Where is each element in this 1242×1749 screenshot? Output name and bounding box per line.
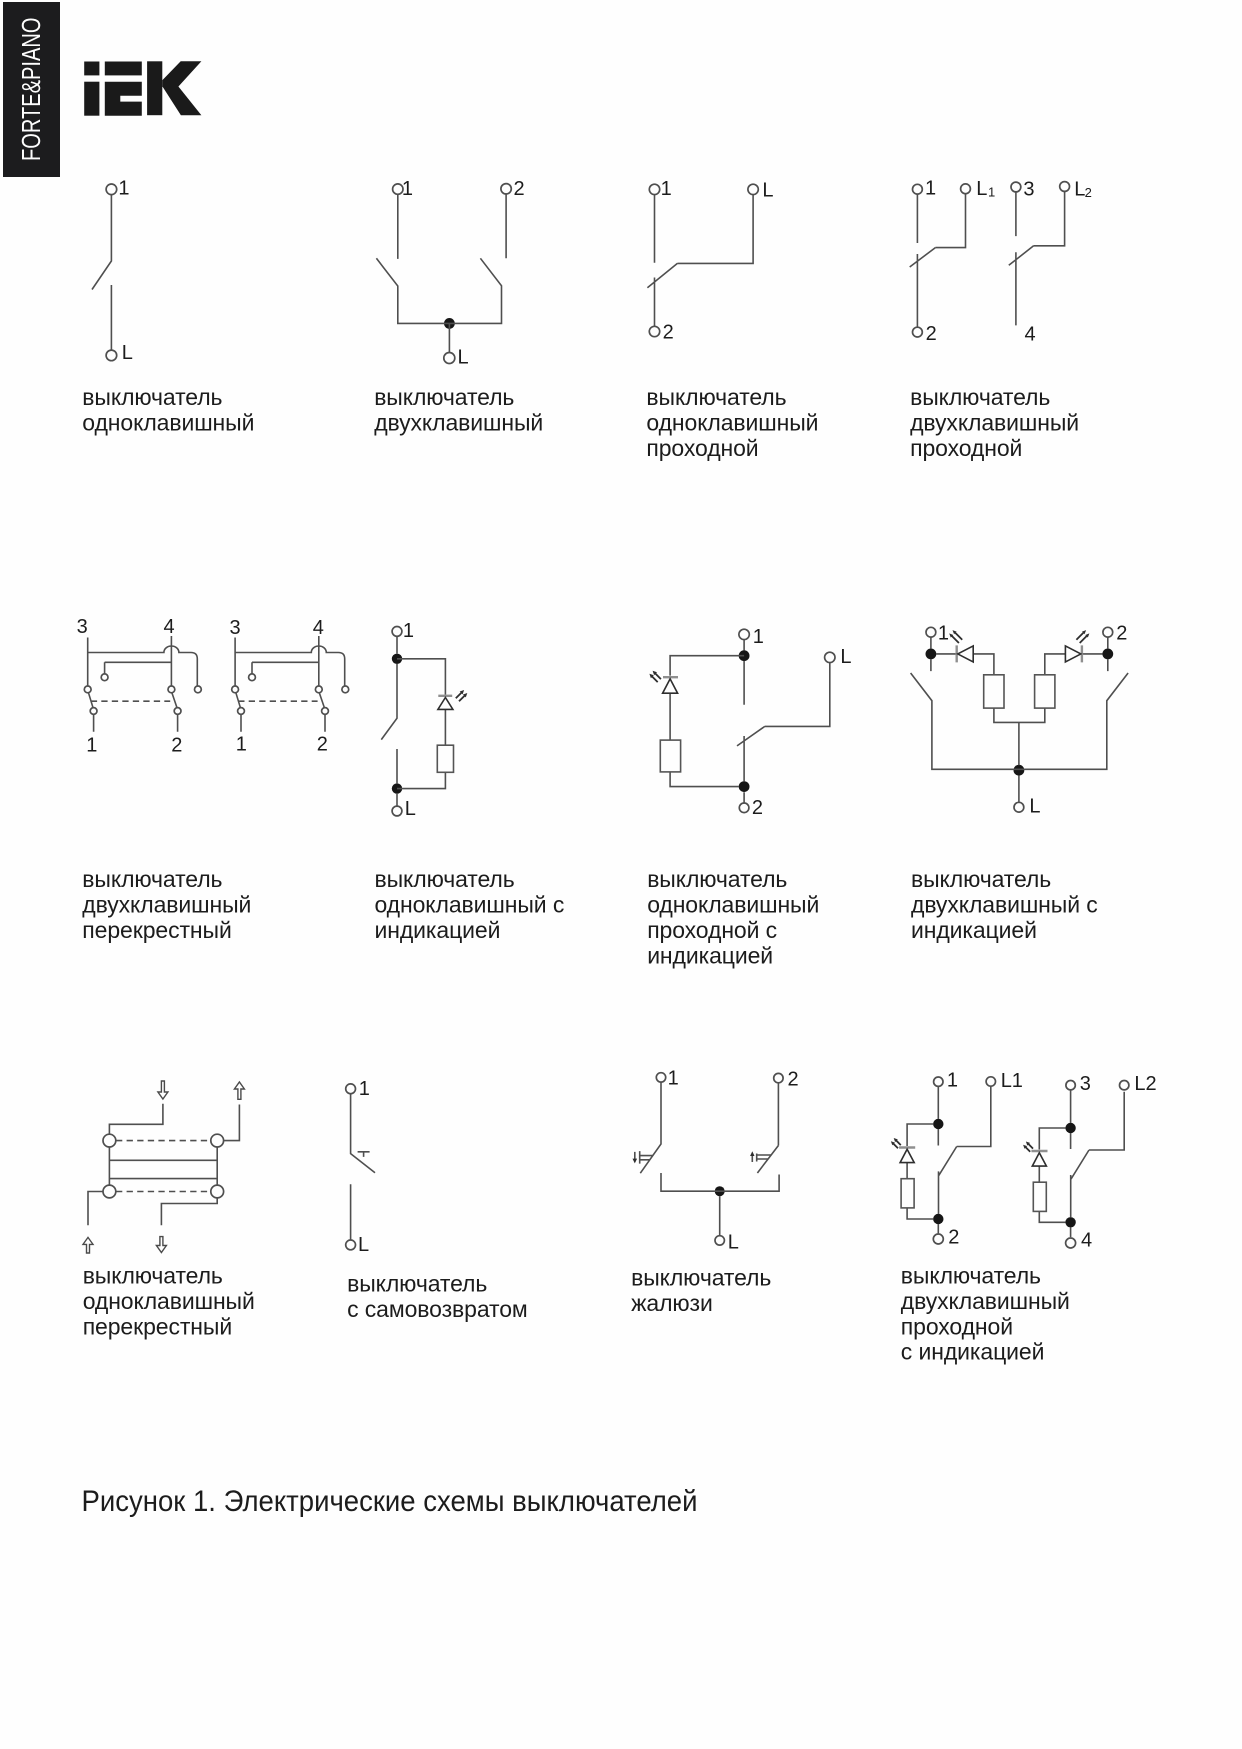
- svg-text:4: 4: [164, 616, 175, 638]
- svg-text:жалюзи: жалюзи: [631, 1290, 713, 1316]
- svg-text:2: 2: [948, 1227, 959, 1249]
- svg-text:L: L: [1074, 178, 1085, 200]
- svg-text:одноклавишный: одноклавишный: [82, 410, 254, 436]
- svg-text:1: 1: [925, 178, 936, 200]
- svg-text:3: 3: [77, 616, 88, 638]
- svg-text:2: 2: [926, 323, 937, 345]
- svg-text:проходной: проходной: [901, 1313, 1013, 1339]
- svg-text:2: 2: [171, 735, 182, 757]
- svg-text:двухклавишный: двухклавишный: [374, 410, 543, 436]
- svg-text:1: 1: [402, 178, 413, 200]
- svg-text:L1: L1: [1001, 1070, 1023, 1092]
- svg-text:выключатель: выключатель: [911, 866, 1051, 892]
- svg-text:L: L: [358, 1234, 369, 1256]
- svg-text:L: L: [122, 342, 133, 364]
- svg-text:L: L: [405, 798, 416, 820]
- svg-text:1: 1: [359, 1078, 370, 1100]
- svg-text:двухклавишный: двухклавишный: [901, 1288, 1070, 1314]
- svg-text:двухклавишный с: двухклавишный с: [911, 891, 1098, 917]
- svg-text:двухклавишный: двухклавишный: [910, 410, 1079, 436]
- svg-text:выключатель: выключатель: [631, 1265, 771, 1291]
- svg-text:3: 3: [1080, 1073, 1091, 1095]
- svg-text:L: L: [728, 1231, 739, 1253]
- svg-text:1: 1: [988, 185, 995, 200]
- svg-text:1: 1: [236, 734, 247, 756]
- svg-text:4: 4: [1081, 1230, 1092, 1252]
- svg-text:одноклавишный с: одноклавишный с: [375, 891, 565, 917]
- svg-text:одноклавишный: одноклавишный: [647, 891, 819, 917]
- svg-text:2: 2: [1116, 623, 1127, 645]
- svg-text:L: L: [458, 347, 469, 369]
- svg-text:одноклавишный: одноклавишный: [83, 1288, 255, 1314]
- svg-text:L: L: [1029, 796, 1040, 818]
- svg-text:2: 2: [752, 797, 763, 819]
- svg-text:двухклавишный: двухклавишный: [82, 891, 251, 917]
- svg-text:1: 1: [938, 623, 949, 645]
- svg-text:2: 2: [317, 734, 328, 756]
- svg-text:L2: L2: [1134, 1073, 1156, 1095]
- svg-text:перекрестный: перекрестный: [82, 917, 231, 943]
- svg-text:с самовозвратом: с самовозвратом: [347, 1296, 528, 1322]
- svg-text:4: 4: [313, 617, 324, 639]
- svg-text:Рисунок 1. Электрические схемы: Рисунок 1. Электрические схемы выключате…: [82, 1485, 698, 1518]
- svg-text:перекрестный: перекрестный: [83, 1313, 232, 1339]
- svg-text:проходной: проходной: [646, 435, 758, 461]
- svg-text:1: 1: [947, 1070, 958, 1092]
- svg-text:проходной с: проходной с: [647, 917, 777, 943]
- svg-text:L: L: [840, 646, 851, 668]
- svg-text:выключатель: выключатель: [910, 384, 1050, 410]
- svg-text:индикацией: индикацией: [375, 917, 501, 943]
- svg-text:2: 2: [514, 178, 525, 200]
- svg-text:FORTE&PIANO: FORTE&PIANO: [16, 18, 46, 162]
- svg-text:L: L: [762, 179, 773, 201]
- svg-text:выключатель: выключатель: [374, 384, 514, 410]
- svg-text:проходной: проходной: [910, 435, 1022, 461]
- svg-text:выключатель: выключатель: [82, 866, 222, 892]
- svg-text:выключатель: выключатель: [347, 1271, 487, 1297]
- svg-text:с индикацией: с индикацией: [901, 1339, 1045, 1365]
- svg-text:2: 2: [1085, 185, 1092, 200]
- svg-text:выключатель: выключатель: [901, 1263, 1041, 1289]
- svg-text:выключатель: выключатель: [647, 866, 787, 892]
- svg-text:4: 4: [1025, 324, 1036, 346]
- svg-text:выключатель: выключатель: [83, 1263, 223, 1289]
- svg-text:1: 1: [118, 178, 129, 200]
- svg-text:1: 1: [753, 626, 764, 648]
- svg-text:2: 2: [788, 1068, 799, 1090]
- svg-text:выключатель: выключатель: [375, 866, 515, 892]
- svg-text:3: 3: [1023, 178, 1034, 200]
- svg-text:индикацией: индикацией: [911, 917, 1037, 943]
- svg-text:1: 1: [403, 620, 414, 642]
- svg-text:1: 1: [86, 735, 97, 757]
- svg-text:1: 1: [668, 1068, 679, 1090]
- svg-text:2: 2: [663, 322, 674, 344]
- svg-text:одноклавишный: одноклавишный: [646, 410, 818, 436]
- svg-text:1: 1: [661, 178, 672, 200]
- svg-text:выключатель: выключатель: [646, 384, 786, 410]
- svg-text:L: L: [976, 178, 987, 200]
- svg-text:индикацией: индикацией: [647, 943, 773, 969]
- svg-text:3: 3: [230, 617, 241, 639]
- svg-text:выключатель: выключатель: [82, 384, 222, 410]
